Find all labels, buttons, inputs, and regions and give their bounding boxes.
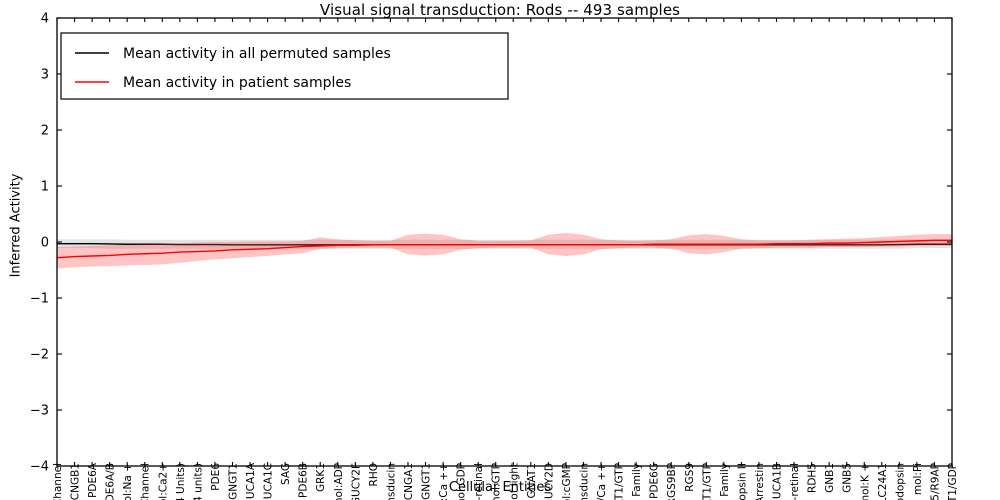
x-tick-label: mol:K + (859, 463, 871, 500)
legend-label-0: Mean activity in all permuted samples (123, 46, 391, 62)
x-tick-label: CNGA1 (403, 463, 415, 500)
x-tick-label: GNAT1/GDP (947, 463, 959, 500)
y-tick-label: −4 (30, 460, 49, 475)
x-tick-label: absorption of light (508, 463, 520, 500)
x-tick-label: Metarhodopsin II/Arrestin (754, 463, 766, 500)
confidence-band (57, 239, 952, 249)
page-title: Visual signal transduction: Rods -- 493 … (319, 1, 681, 19)
x-axis-label: Cellular Entities (448, 480, 552, 495)
x-tick-label: Rhodopsin (894, 463, 906, 500)
x-tick-label: GUCY2F (350, 463, 362, 500)
x-tick-label: mol:all-trans-retinal (473, 463, 485, 500)
x-tick-label: GNAT1 (526, 463, 538, 498)
x-tick-label: GNB1 (824, 463, 836, 493)
x-tick-label: mol:Ca2+ (157, 463, 169, 500)
x-tick-label: GUCA1C (263, 463, 275, 500)
x-axis: CNG Channel CNGB1 PDE6A PDE6A/B mol:Na + cGMP… (52, 18, 959, 500)
y-tick-label: −2 (30, 348, 49, 363)
x-tick-label: CNGB1 (70, 463, 82, 500)
x-tick-label: GC2/GCAP Family (719, 463, 731, 500)
y-tick-label: −3 (30, 404, 49, 419)
y-tick-label: 2 (41, 124, 49, 139)
x-tick-label: mol:Ca ++ (438, 463, 450, 500)
x-tick-label: Na + (4 Units) (175, 463, 187, 500)
confidence-band (57, 233, 952, 269)
x-tick-label: RGS9BP (666, 463, 678, 500)
legend-label-1: Mean activity in patient samples (123, 75, 351, 91)
x-tick-label: mol:Pi (912, 463, 924, 495)
x-tick-label: GNB5 (842, 463, 854, 493)
x-tick-label: cGMP/CNG Channel (140, 463, 152, 500)
x-tick-label: GUCA1B (772, 463, 784, 500)
x-tick-label: mol:GMP (4 units) (192, 463, 204, 500)
y-tick-label: 0 (41, 236, 49, 251)
x-tick-label: RHO (368, 463, 380, 486)
x-tick-label: mol:11-cis-retinal (789, 463, 801, 500)
x-tick-label: GRK1 (315, 463, 327, 492)
x-tick-label: mol:cGMP (561, 463, 573, 500)
x-tick-label: PDE6A (87, 462, 99, 498)
x-tick-label: GUCA1A (245, 462, 257, 500)
y-tick-label: −1 (30, 292, 49, 307)
x-tick-label: PDE6A/B (105, 463, 117, 500)
x-tick-label: SLC24A1 (877, 463, 889, 500)
x-tick-label: GCAP Family/Ca ++ (596, 463, 608, 500)
x-tick-label: GNGT1 (227, 463, 239, 500)
x-tick-label: GNAT1/GTP (614, 463, 626, 500)
x-tick-label: GUCY2D (543, 463, 555, 500)
x-tick-label: RDH5 (807, 463, 819, 493)
x-tick-label: PDE6G (649, 463, 661, 499)
y-tick-label: 1 (41, 180, 49, 195)
y-tick-label: 3 (41, 68, 49, 83)
x-tick-label: Metarhodopsin II (736, 463, 748, 500)
x-tick-label: mol:GTP (491, 463, 503, 500)
x-tick-label: Transducin (578, 463, 590, 500)
x-tick-label: mol:GDP (456, 463, 468, 500)
x-tick-label: PDE6G/GNAT1/GTP (701, 463, 713, 500)
x-tick-label: mol:ADP (333, 463, 345, 500)
x-tick-label: PDE6 (210, 463, 222, 491)
x-tick-label: GNB1/GNGT1 (421, 463, 433, 500)
x-tick-label: PDE6B (298, 463, 310, 498)
legend-box (60, 32, 509, 100)
x-tick-label: Metarhodopsin II/Transducin (385, 463, 397, 500)
mean-line (56, 239, 952, 259)
x-tick-label: GC1/GCAP Family (631, 463, 643, 500)
y-axis: −4 −3 −2 −1 0 1 2 3 4 (30, 12, 952, 475)
x-tick-label: RGS9-1/Gbeta5/R9AP (929, 463, 941, 500)
y-tick-label: 4 (41, 12, 49, 27)
legend: Mean activity in all permuted samplesMea… (60, 32, 509, 100)
x-tick-label: SAG (280, 463, 292, 485)
x-tick-label: mol:Na + (122, 463, 134, 500)
x-tick-label: RGS9 (684, 463, 696, 492)
x-tick-label: CNG Channel (52, 463, 64, 500)
series-1 (56, 233, 952, 269)
